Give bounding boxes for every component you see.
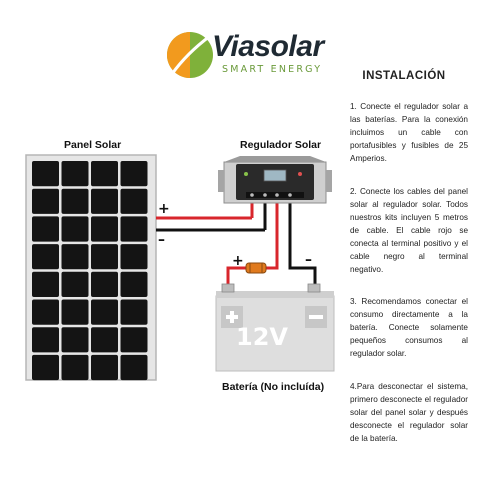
step-4: 4.Para desconectar el sistema, primero d… (350, 382, 468, 443)
battery-label: Batería (No incluída) (222, 381, 325, 393)
panel-cell (61, 299, 89, 325)
panel-cell (91, 161, 118, 187)
panel-cell (61, 271, 89, 297)
battery (215, 283, 335, 372)
solar-panel (25, 154, 157, 381)
installation-title: INSTALACIÓN (362, 70, 446, 82)
panel-cell (91, 299, 118, 325)
panel-cell (120, 327, 148, 353)
panel-minus-sign: – (158, 232, 165, 248)
panel-cell (32, 244, 59, 270)
battery-wires (226, 198, 317, 287)
panel-cell (120, 216, 148, 242)
regulator-label: Regulador Solar (240, 139, 322, 151)
panel-cell (32, 327, 59, 353)
fuse-holder-icon (245, 262, 267, 274)
panel-cell (91, 188, 118, 214)
panel-cell (32, 271, 59, 297)
viasolar-logo-icon (167, 32, 213, 78)
brand-tagline: SMART ENERGY (222, 64, 323, 75)
step-1: 1. Conecte el regulador solar a las bate… (350, 102, 468, 163)
battery-plus-sign: + (232, 253, 244, 269)
panel-cell (120, 188, 148, 214)
step-3: 3. Recomendamos conectar el consumo dire… (350, 297, 468, 358)
panel-cell (120, 244, 148, 270)
panel-cell (91, 216, 118, 242)
battery-voltage: 12V (236, 323, 288, 351)
panel-cell (32, 354, 59, 381)
solar-regulator (218, 156, 332, 204)
panel-cell (91, 271, 118, 297)
panel-cell (120, 161, 148, 187)
panel-cell (91, 354, 118, 381)
panel-cell (120, 354, 148, 381)
panel-cell (32, 299, 59, 325)
panel-cell (120, 299, 148, 325)
panel-cell (61, 216, 89, 242)
step-2: 2. Conecte los cables del panel solar al… (350, 187, 468, 274)
panel-cell (61, 244, 89, 270)
panel-cell (32, 216, 59, 242)
brand-name: Viasolar (212, 30, 324, 63)
panel-cell (61, 188, 89, 214)
panel-cell (91, 244, 118, 270)
panel-cell (91, 327, 118, 353)
panel-cell (61, 161, 89, 187)
panel-label: Panel Solar (64, 139, 122, 151)
panel-cell (61, 354, 89, 381)
panel-cell (32, 188, 59, 214)
panel-plus-sign: + (158, 201, 170, 217)
panel-cell (120, 271, 148, 297)
panel-cell (61, 327, 89, 353)
battery-minus-sign: – (305, 252, 312, 268)
panel-cell (32, 161, 59, 187)
